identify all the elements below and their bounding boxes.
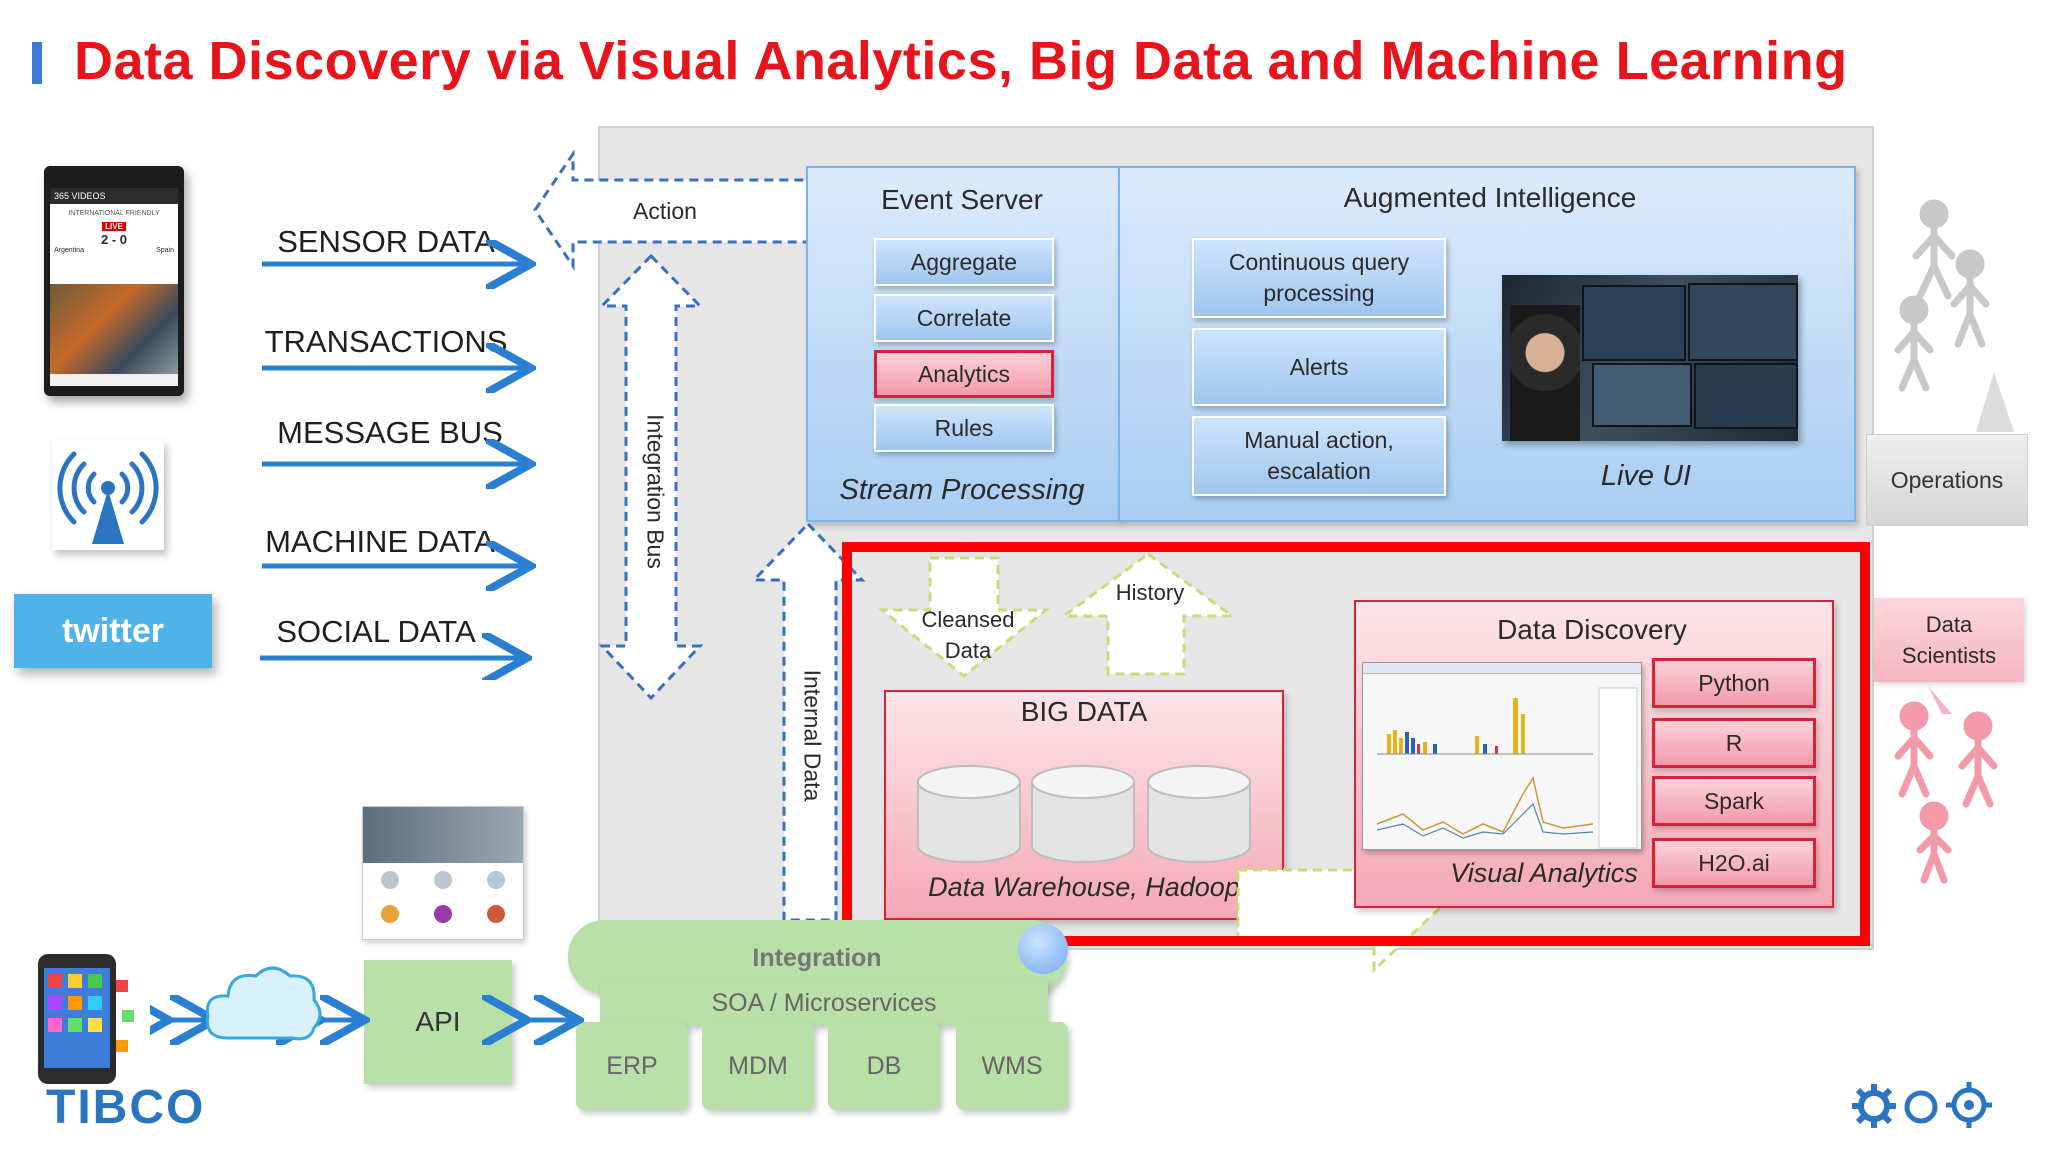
operations-box: Operations [1866, 434, 2028, 526]
smartphone-apps-icon [38, 954, 134, 1084]
phone-app-header: 365 VIDEOS [50, 188, 178, 204]
cleansed-data-arrow [878, 556, 1050, 678]
page-title: Data Discovery via Visual Analytics, Big… [74, 31, 1848, 91]
phone-live-badge: LIVE [102, 222, 126, 231]
phone-score: 2 - 0 [100, 232, 127, 247]
continuous-query-label: Continuous query processing [1228, 249, 1410, 306]
visual-analytics-label: Visual Analytics [1450, 858, 1638, 888]
phone-image: 365 VIDEOS INTERNATIONAL FRIENDLY LIVE 2… [44, 166, 184, 396]
source-label-transactions: TRANSACTIONS [264, 324, 508, 359]
aggregate-button[interactable]: Aggregate [874, 238, 1054, 286]
tibco-logo: TIBCO [46, 1081, 206, 1134]
api-connection-arrows [150, 980, 590, 1060]
mdm-box: MDM [702, 1022, 814, 1110]
source-label-message-bus: MESSAGE BUS [277, 415, 503, 450]
live-ui-photo [1502, 275, 1798, 441]
manual-action-label: Manual action, escalation [1244, 427, 1394, 484]
rules-button[interactable]: Rules [874, 404, 1054, 452]
integration-bus-arrow [598, 253, 704, 701]
source-label-social: SOCIAL DATA [276, 614, 476, 649]
integration-title: Integration [752, 944, 882, 972]
source-label-sensor: SENSOR DATA [277, 224, 495, 259]
database-cylinder-2 [1031, 765, 1135, 863]
soa-microservices-bar: SOA / Microservices [600, 980, 1048, 1026]
data-scientists-box: Data Scientists [1874, 598, 2024, 682]
history-label: History [1115, 580, 1185, 605]
continuous-query-button[interactable]: Continuous query processing [1192, 238, 1446, 318]
phone-subheader: INTERNATIONAL FRIENDLY [68, 210, 160, 217]
database-cylinder-3 [1147, 765, 1251, 863]
spark-button[interactable]: Spark [1652, 776, 1816, 826]
manual-action-button[interactable]: Manual action, escalation [1192, 416, 1446, 496]
visual-analytics-screenshot [1362, 662, 1642, 850]
correlate-button[interactable]: Correlate [874, 294, 1054, 342]
gear-icon [1852, 1084, 1896, 1128]
augmented-intelligence-title: Augmented Intelligence [1343, 182, 1637, 213]
analytics-button[interactable]: Analytics [874, 350, 1054, 398]
alerts-button[interactable]: Alerts [1192, 328, 1446, 406]
cloud-icon [205, 966, 322, 1041]
wireless-tower-icon [52, 440, 164, 550]
db-box: DB [828, 1022, 940, 1110]
event-server-panel [806, 166, 1120, 522]
title-accent-bar [32, 42, 42, 84]
data-scientists-people-icon [1894, 686, 1998, 884]
event-server-title: Event Server [881, 184, 1043, 215]
erp-box: ERP [576, 1022, 688, 1110]
phone-team-right: Spain [156, 247, 174, 254]
source-label-machine: MACHINE DATA [265, 524, 495, 559]
data-scientists-label: Data Scientists [1901, 612, 1997, 668]
wms-box: WMS [956, 1022, 1068, 1110]
r-button[interactable]: R [1652, 718, 1816, 768]
data-discovery-title: Data Discovery [1497, 614, 1687, 645]
soccer-photo [50, 284, 178, 374]
target-icon [1946, 1082, 1992, 1128]
source-arrows [260, 240, 540, 680]
database-cylinder-1 [917, 765, 1021, 863]
history-arrow [1060, 552, 1236, 676]
python-button[interactable]: Python [1652, 658, 1816, 708]
operations-people-icon [1894, 199, 2014, 432]
api-app-screenshot [362, 806, 524, 940]
big-data-footer: Data Warehouse, Hadoop [928, 872, 1240, 902]
data-discovery-highlight-frame [842, 542, 1870, 946]
live-ui-label: Live UI [1600, 460, 1692, 492]
stream-processing-label: Stream Processing [839, 474, 1085, 506]
circle-icon [1904, 1090, 1938, 1124]
internal-data-label: Internal Data [799, 669, 826, 802]
cleansed-data-label: Cleansed Data [921, 607, 1015, 663]
h2o-button[interactable]: H2O.ai [1652, 838, 1816, 888]
phone-team-left: Argentina [54, 247, 84, 254]
big-data-title: BIG DATA [1020, 696, 1148, 727]
action-label: Action [633, 198, 697, 224]
integration-bus-label: Integration Bus [642, 414, 669, 569]
integration-knob [1018, 924, 1068, 974]
twitter-logo: twitter [14, 594, 212, 668]
